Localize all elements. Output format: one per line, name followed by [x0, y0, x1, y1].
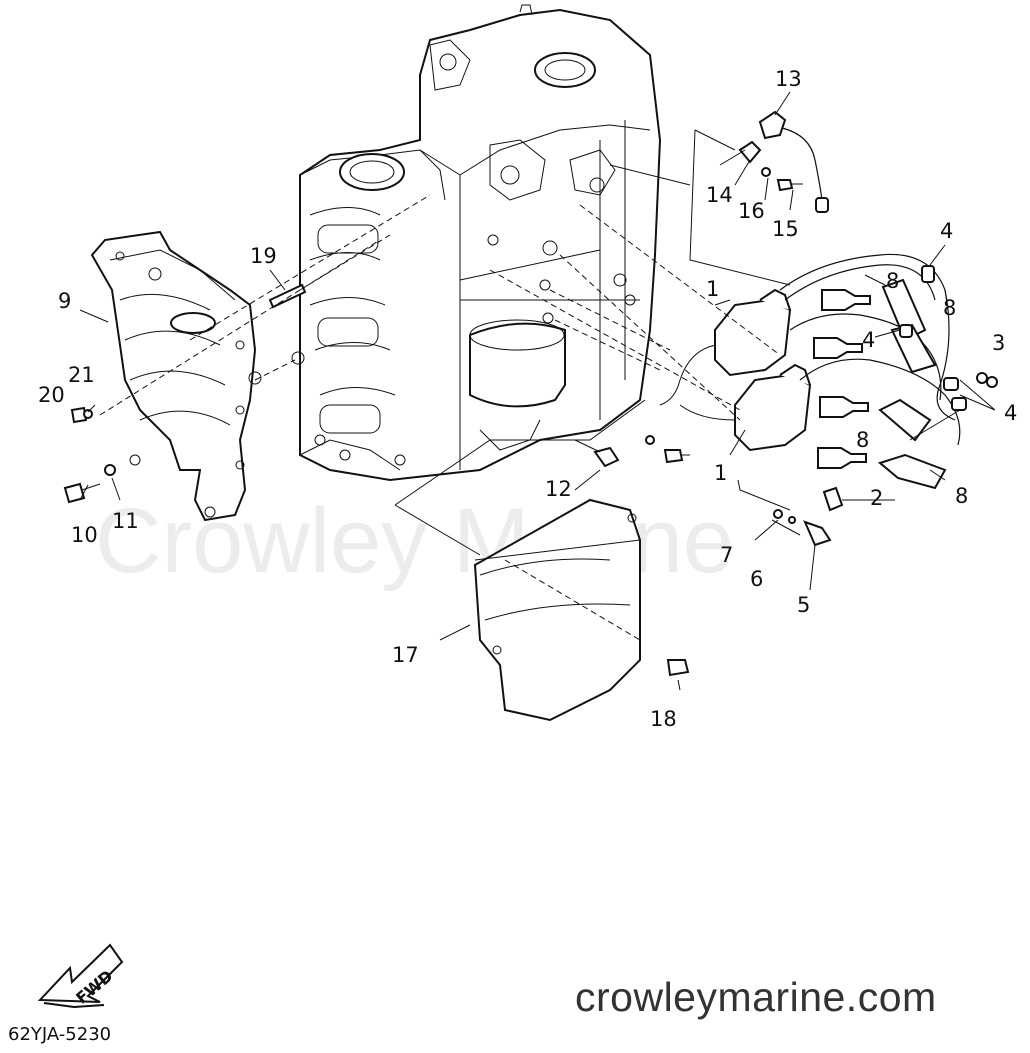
callout-17[interactable]: 17: [392, 643, 419, 667]
mounting-bracket-drawing: [90, 230, 262, 522]
callout-16[interactable]: 16: [738, 199, 765, 223]
callout-15[interactable]: 15: [772, 217, 799, 241]
site-url[interactable]: crowleymarine.com: [575, 974, 937, 1020]
callout-9[interactable]: 9: [58, 289, 71, 313]
callout-8[interactable]: 8: [886, 269, 899, 293]
callout-10[interactable]: 10: [71, 523, 98, 547]
callout-7[interactable]: 7: [720, 543, 733, 567]
callout-5[interactable]: 5: [797, 593, 810, 617]
diagram-code: 62YJA-5230: [8, 1024, 112, 1045]
callout-6[interactable]: 6: [750, 567, 763, 591]
callout-18[interactable]: 18: [650, 707, 677, 731]
callout-20[interactable]: 20: [38, 383, 65, 407]
callout-8[interactable]: 8: [955, 484, 968, 508]
callout-3[interactable]: 3: [992, 331, 1005, 355]
callout-12[interactable]: 12: [545, 477, 572, 501]
callout-21[interactable]: 21: [68, 363, 95, 387]
sensor-and-hardware-drawing: [63, 110, 844, 677]
fwd-arrow-icon: FWD: [37, 943, 124, 1009]
callout-19[interactable]: 19: [250, 244, 277, 268]
part-callouts: 1 1 2 3 4 4 4 5 6 7 8 8 8 8 9 10 11 12 1…: [38, 67, 1017, 731]
callout-1[interactable]: 1: [714, 461, 727, 485]
callout-1[interactable]: 1: [706, 277, 719, 301]
ignition-coils-drawing: [659, 288, 812, 452]
callout-8[interactable]: 8: [943, 296, 956, 320]
engine-block-drawing: [291, 4, 662, 482]
callout-4[interactable]: 4: [940, 219, 953, 243]
spark-plugs-drawing: [813, 289, 871, 469]
callout-4[interactable]: 4: [862, 328, 875, 352]
callout-13[interactable]: 13: [775, 67, 802, 91]
callout-2[interactable]: 2: [870, 486, 883, 510]
callout-8[interactable]: 8: [856, 428, 869, 452]
plug-wires-drawing: [779, 253, 998, 490]
callout-4[interactable]: 4: [1004, 401, 1017, 425]
callout-11[interactable]: 11: [112, 509, 139, 533]
callout-14[interactable]: 14: [706, 183, 733, 207]
leader-lines: [79, 91, 996, 691]
